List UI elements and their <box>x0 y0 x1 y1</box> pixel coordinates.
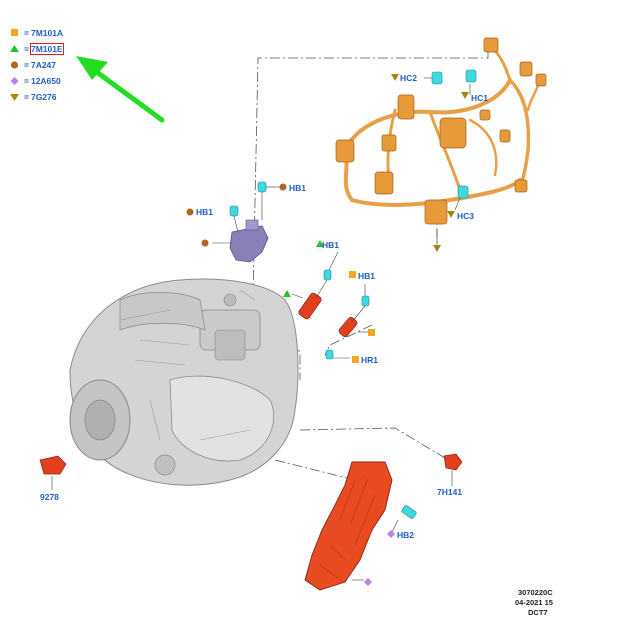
callout-hb2[interactable]: HB2 <box>397 530 415 540</box>
legend-item-7a247: =7A247 <box>22 59 56 71</box>
callout-9278[interactable]: 9278 <box>40 492 59 502</box>
callout-hc2[interactable]: HC2 <box>400 73 418 83</box>
shift-module <box>229 219 269 263</box>
olive-triangle-down-icon <box>433 245 441 252</box>
footer-model: DCT7 <box>528 608 548 617</box>
callout-hb1-top[interactable]: HB1 <box>289 183 307 193</box>
brown-circle-icon <box>201 239 209 247</box>
callout-hc3[interactable]: HC3 <box>457 211 475 221</box>
orange-square-icon <box>11 29 18 36</box>
speed-sensor-lower <box>338 317 358 337</box>
legend-code: 7G276 <box>30 92 57 102</box>
legend-eq: = <box>24 44 29 54</box>
purple-diamond-icon <box>10 77 19 85</box>
legend-eq: = <box>24 60 29 70</box>
olive-triangle-down-icon <box>391 74 399 81</box>
legend-eq: = <box>24 92 29 102</box>
callout-hb1-left[interactable]: HB1 <box>196 207 214 217</box>
brown-circle-icon <box>279 183 287 191</box>
brown-circle-icon <box>10 61 19 69</box>
legend-code-highlighted[interactable]: 7M101E <box>29 43 64 55</box>
callout-7h141[interactable]: 7H141 <box>437 487 463 497</box>
legend-symbols <box>10 29 19 101</box>
footer-ref: 3070220C <box>518 588 553 597</box>
callout-hc1[interactable]: HC1 <box>471 93 489 103</box>
footer-date: 04-2021 15 <box>515 598 553 607</box>
harness-connectors <box>335 37 547 225</box>
control-unit <box>304 461 393 591</box>
transmission-assembly <box>69 278 299 486</box>
legend-item-12a650: =12A650 <box>22 75 61 87</box>
green-triangle-icon <box>10 45 19 52</box>
legend-item-7g276: =7G276 <box>22 91 57 103</box>
part-9278 <box>39 455 67 490</box>
harness-clip-leaders <box>424 77 471 245</box>
control-unit-connector <box>352 505 417 581</box>
callout-hb1-mid[interactable]: HB1 <box>322 240 340 250</box>
legend-code: 12A650 <box>30 76 61 86</box>
brown-circle-icon <box>186 208 194 216</box>
olive-triangle-down-icon <box>447 211 455 218</box>
orange-square-icon <box>368 329 375 336</box>
shift-module-connectors <box>229 181 267 217</box>
orange-square-icon <box>349 271 356 278</box>
orange-square-icon <box>352 356 359 363</box>
callout-symbols <box>186 74 469 586</box>
green-triangle-icon <box>316 240 324 247</box>
olive-triangle-down-icon <box>461 92 469 99</box>
olive-triangle-down-icon <box>10 94 19 101</box>
callout-hr1[interactable]: HR1 <box>361 355 379 365</box>
legend-code: 7A247 <box>30 60 57 70</box>
green-triangle-icon <box>283 290 291 297</box>
legend-eq: = <box>24 28 29 38</box>
speed-sensor-upper <box>298 292 322 320</box>
sensor-leaders <box>291 251 368 359</box>
purple-diamond-icon <box>364 578 372 586</box>
legend-item-7m101e[interactable]: =7M101E <box>22 43 64 55</box>
green-arrow-icon <box>76 56 165 123</box>
shift-module-leaders <box>212 186 280 244</box>
part-7h141 <box>443 453 463 486</box>
legend-item-7m101a: =7M101A <box>22 27 63 39</box>
legend-code: 7M101A <box>30 28 64 38</box>
purple-diamond-icon <box>387 530 395 538</box>
legend-eq: = <box>24 76 29 86</box>
sensor-connectors <box>323 269 370 360</box>
callout-hb1-right[interactable]: HB1 <box>358 271 376 281</box>
harness-clips <box>431 69 477 199</box>
